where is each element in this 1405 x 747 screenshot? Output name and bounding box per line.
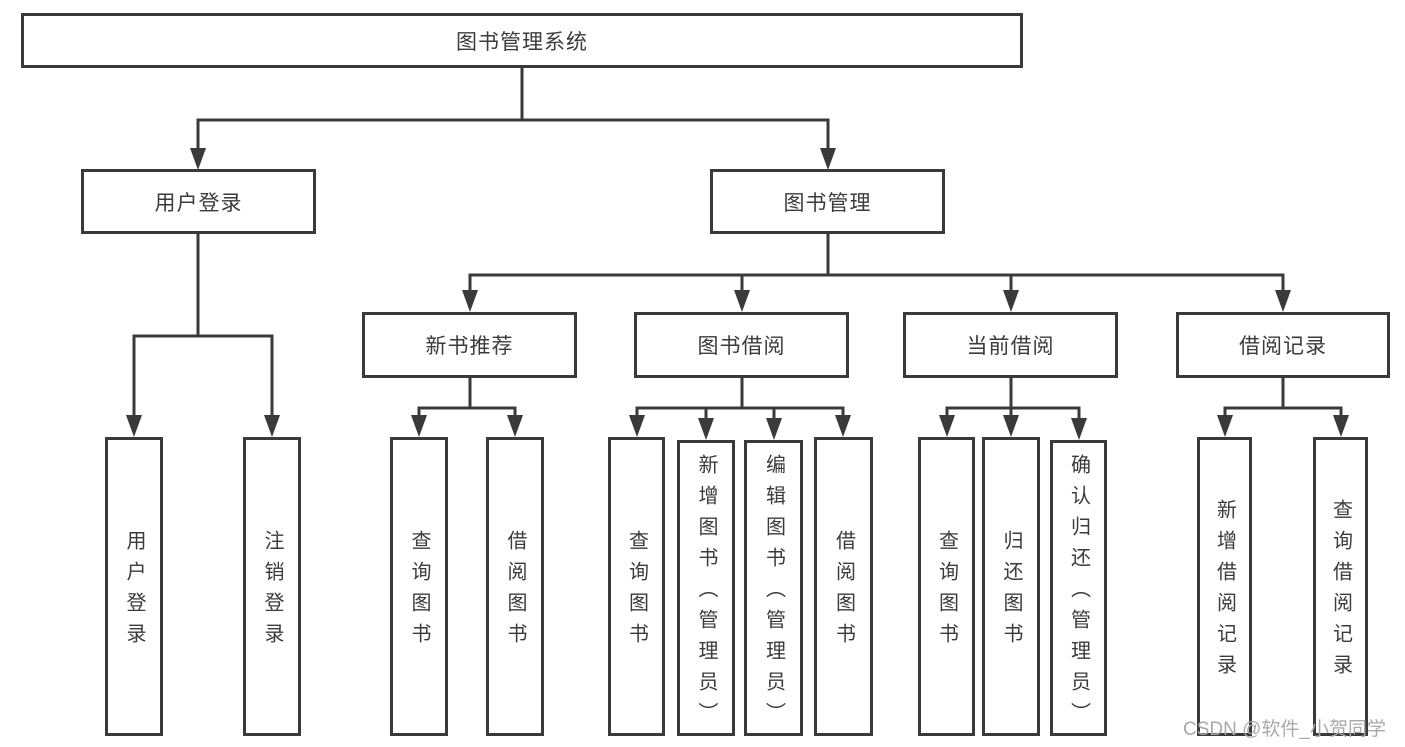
leaf-label: 确认归还（管理员） — [1067, 454, 1090, 733]
leaf-label: 编辑图书（管理员） — [762, 454, 785, 733]
node-label: 图书借阅 — [697, 335, 786, 358]
leaf-label: 归还图书 — [1000, 530, 1022, 654]
leaf-borrowing-add-books-admin: 新增图书（管理员） — [677, 440, 735, 736]
leaf-label: 新增图书（管理员） — [695, 454, 717, 733]
node-label: 当前借阅 — [966, 335, 1055, 358]
leaf-label: 注销登录 — [261, 530, 283, 654]
leaf-label: 新增借阅记录 — [1213, 499, 1236, 685]
leaf-current-confirm-return-admin: 确认归还（管理员） — [1050, 440, 1107, 736]
node-label: 新书推荐 — [425, 335, 514, 358]
node-borrowing-records: 借阅记录 — [1176, 312, 1390, 378]
leaf-label: 查询借阅记录 — [1329, 499, 1352, 685]
leaf-borrowing-edit-books-admin: 编辑图书（管理员） — [744, 440, 803, 736]
leaf-new-book-borrow-books: 借阅图书 — [486, 437, 544, 736]
node-label: 图书管理 — [783, 191, 872, 215]
node-book-borrowing: 图书借阅 — [634, 312, 849, 378]
leaf-label: 查询图书 — [625, 530, 648, 654]
node-label: 用户登录 — [154, 191, 243, 215]
leaf-current-return-books: 归还图书 — [982, 437, 1040, 736]
node-label: 图书管理系统 — [456, 30, 588, 54]
leaf-user-login: 用户登录 — [105, 437, 163, 736]
leaf-label: 查询图书 — [408, 530, 430, 654]
leaf-current-query-books: 查询图书 — [918, 437, 975, 736]
node-book-management: 图书管理 — [710, 169, 945, 234]
leaf-label: 查询图书 — [935, 530, 958, 654]
node-current-borrowing: 当前借阅 — [903, 312, 1118, 378]
leaf-label: 借阅图书 — [504, 530, 526, 654]
leaf-logout: 注销登录 — [243, 437, 301, 736]
leaf-label: 借阅图书 — [832, 530, 855, 654]
leaf-borrowing-query-books: 查询图书 — [608, 437, 665, 736]
leaf-borrowing-borrow-books: 借阅图书 — [814, 437, 873, 736]
leaf-new-book-query-books: 查询图书 — [390, 437, 448, 736]
leaf-label: 用户登录 — [123, 530, 145, 654]
node-user-login: 用户登录 — [81, 169, 316, 234]
node-label: 借阅记录 — [1239, 335, 1327, 358]
watermark: CSDN @软件_小贺同学 — [1183, 719, 1386, 740]
node-root-system: 图书管理系统 — [21, 13, 1023, 68]
node-new-book-recommend: 新书推荐 — [362, 312, 577, 378]
leaf-records-query-record: 查询借阅记录 — [1313, 437, 1368, 736]
leaf-records-add-record: 新增借阅记录 — [1197, 437, 1252, 736]
